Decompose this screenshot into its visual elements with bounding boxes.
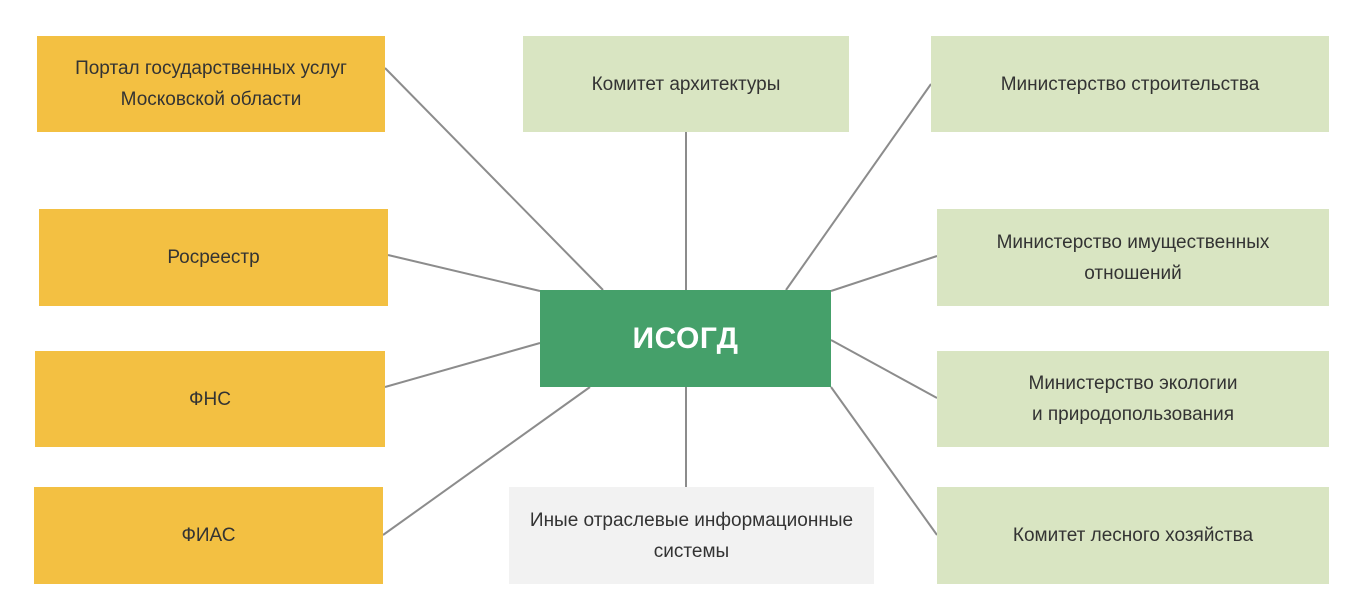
connector-fias xyxy=(382,386,591,536)
node-rosreestr: Росреестр xyxy=(39,209,388,306)
node-property-ministry: Министерство имущественных отношений xyxy=(937,209,1329,306)
node-construction-ministry: Министерство строительства xyxy=(931,36,1329,132)
connector-portal xyxy=(384,67,604,291)
node-portal-gosuslugi: Портал государственных услуг Московской … xyxy=(37,36,385,132)
node-isogd-center: ИСОГД xyxy=(540,290,831,387)
connector-ecology xyxy=(830,339,938,399)
node-forestry-committee: Комитет лесного хозяйства xyxy=(937,487,1329,584)
node-other-systems: Иные отраслевые информационные системы xyxy=(509,487,874,584)
node-fias: ФИАС xyxy=(34,487,383,584)
node-fns: ФНС xyxy=(35,351,385,447)
connector-rosreestr xyxy=(387,254,541,292)
connector-fns xyxy=(384,342,541,388)
connector-construction xyxy=(785,83,932,291)
connector-forestry xyxy=(830,386,938,536)
node-ecology-ministry: Министерство экологии и природопользован… xyxy=(937,351,1329,447)
connector-property xyxy=(830,255,938,292)
node-architecture-committee: Комитет архитектуры xyxy=(523,36,849,132)
